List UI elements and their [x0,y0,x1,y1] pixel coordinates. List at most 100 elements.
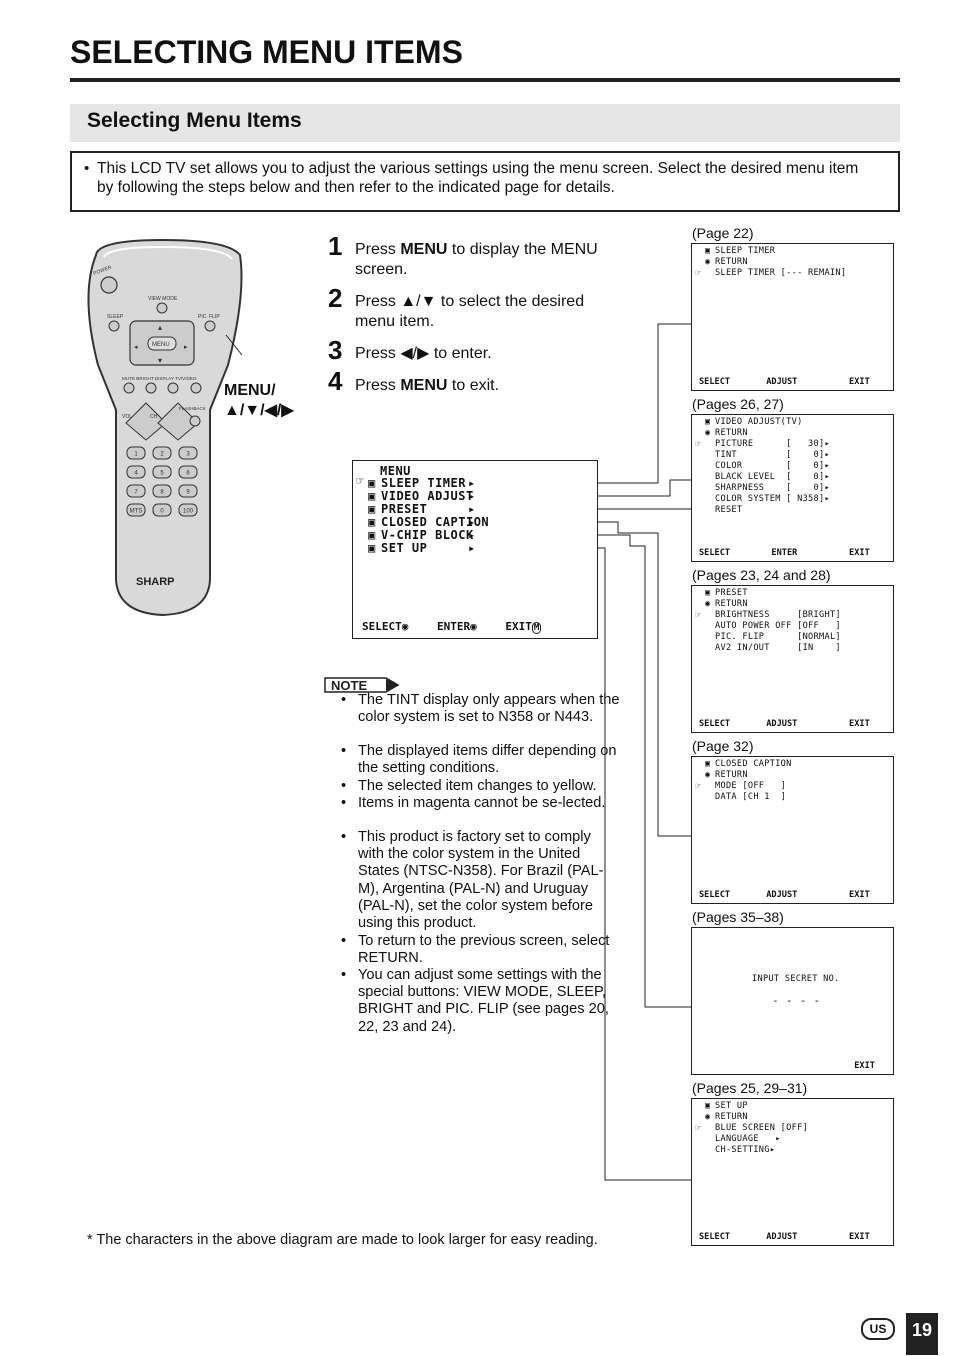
number-key [152,465,172,479]
svg-text:◂: ◂ [134,344,138,351]
screen-item: COLOR [ 0]▸ [715,461,830,471]
note-bullet: • [341,933,347,949]
screen-item: TINT [ 0]▸ [715,450,830,460]
row-labels: MUTE BRIGHT DISPLAY TV/VIDEO [122,376,197,381]
view-mode-label: VIEW MODE [148,296,178,302]
return-icon: ◉ [705,770,711,780]
submenu-arrow-icon: ▸ [468,528,476,542]
number-key [152,446,172,460]
region-badge: US [861,1318,895,1340]
screen-caption: (Pages 35–38) [692,909,784,925]
pointer-icon: ☞ [695,781,702,792]
pointer-icon: ☞ [356,474,364,489]
submenu-screen: VIDEO ADJUST(TV)▣RETURN◉PICTURE [ 30]▸TI… [691,414,894,562]
screen-item: CH-SETTING▸ [715,1145,776,1155]
number-key-label: 4 [134,471,138,477]
section-bar [70,104,900,142]
step-1-text: Press MENU to display the MENU screen. [355,241,598,278]
svg-text:CH: CH [150,414,158,420]
svg-text:▾: ▾ [158,356,162,365]
svg-text:▸: ▸ [184,344,188,351]
intro-bullet: • [84,160,90,177]
return-item: RETURN [715,770,748,780]
note-item: To return to the previous screen, select… [358,933,610,967]
number-key-label: 6 [186,471,190,477]
screen-item: BLACK LEVEL [ 0]▸ [715,472,830,482]
screen-item: LANGUAGE ▸ [715,1134,781,1144]
svg-text:▴: ▴ [158,323,162,332]
note-item: The displayed items differ depending on … [358,743,617,777]
number-key-label: 9 [186,490,190,496]
screen-caption: (Pages 26, 27) [692,396,784,412]
sleep-label: SLEEP [107,314,124,320]
svg-text:NOTE: NOTE [331,678,367,693]
menu-item-icon: ▣ [368,489,376,503]
number-key-label: 3 [186,452,190,458]
screen-icon: ▣ [705,1101,711,1111]
svg-text:MENU: MENU [152,342,170,348]
menu-item[interactable]: SLEEP TIMER [381,476,466,490]
pointer-icon: ☞ [695,1123,702,1134]
screen-caption: (Pages 23, 24 and 28) [692,567,831,583]
screen-icon: ▣ [705,417,711,427]
number-key [126,446,146,460]
screen-item: MODE [OFF ] [715,781,787,791]
screen-item: - - - - [772,994,821,1007]
note-bullet: • [341,692,347,708]
number-key [178,484,198,498]
note-bullet: • [341,829,347,845]
return-item: RETURN [715,257,748,267]
submenu-screen: SET UP▣RETURN◉BLUE SCREEN [OFF]LANGUAGE … [691,1098,894,1246]
menu-item[interactable]: V-CHIP BLOCK [381,528,474,542]
main-menu-title: MENU [380,464,411,478]
submenu-screen: CLOSED CAPTION▣RETURN◉MODE [OFF ]DATA [C… [691,756,894,904]
return-icon: ◉ [705,428,711,438]
screen-item: SHARPNESS [ 0]▸ [715,483,830,493]
number-key-label: 8 [160,490,164,496]
screen-item: COLOR SYSTEM [ N358]▸ [715,494,830,504]
screen-caption: (Page 32) [692,738,754,754]
title-rule [70,78,900,82]
pointer-icon: ☞ [695,268,702,279]
menu-item-icon: ▣ [368,502,376,516]
step-3-text: Press ◀/▶ to enter. [355,345,492,362]
number-key [152,503,172,517]
screen-item: AUTO POWER OFF [OFF ] [715,621,841,631]
return-icon: ◉ [705,1112,711,1122]
screen-item: PIC. FLIP [NORMAL] [715,632,841,642]
select-icon: ◉ [401,620,409,633]
menu-item[interactable]: PRESET [381,502,428,516]
submenu-screen: PRESET▣RETURN◉BRIGHTNESS [BRIGHT]AUTO PO… [691,585,894,733]
pointer-icon: ☞ [695,439,702,450]
menu-item[interactable]: VIDEO ADJUST [381,489,474,503]
page-number: 19 [906,1313,938,1355]
pic-flip-label: PIC. FLIP [198,314,220,320]
return-item: RETURN [715,599,748,609]
main-menu-screen [352,460,598,639]
enter-icon: ◉ [470,620,477,633]
number-key [126,484,146,498]
number-key-label: 1 [134,452,138,458]
return-item: RETURN [715,1112,748,1122]
svg-text:VOL: VOL [122,414,132,420]
number-key-label: MTS [130,509,143,515]
number-key-label: 7 [134,490,138,496]
screen-footer: SELECT ADJUST EXIT [699,719,870,729]
screen-item: AV2 IN/OUT [IN ] [715,643,841,653]
submenu-arrow-icon: ▸ [468,476,476,490]
menu-item[interactable]: CLOSED CAPTION [381,515,490,529]
submenu-arrow-icon: ▸ [468,541,476,555]
menu-item-icon: ▣ [368,541,376,555]
sharp-logo: SHARP [136,576,175,588]
step-4-number: 4 [328,366,343,396]
submenu-arrow-icon: ▸ [468,515,476,529]
screen-item: BLUE SCREEN [OFF] [715,1123,809,1133]
screen-caption: (Page 22) [692,225,754,241]
note-item: The TINT display only appears when the c… [358,692,620,726]
number-key-label: 2 [160,452,164,458]
remote-control-illustration: POWER VIEW MODE SLEEP PIC. FLIP MENU ▴ ▾… [87,238,243,617]
menu-item[interactable]: SET UP [381,541,428,555]
number-key-label: 0 [160,509,164,515]
